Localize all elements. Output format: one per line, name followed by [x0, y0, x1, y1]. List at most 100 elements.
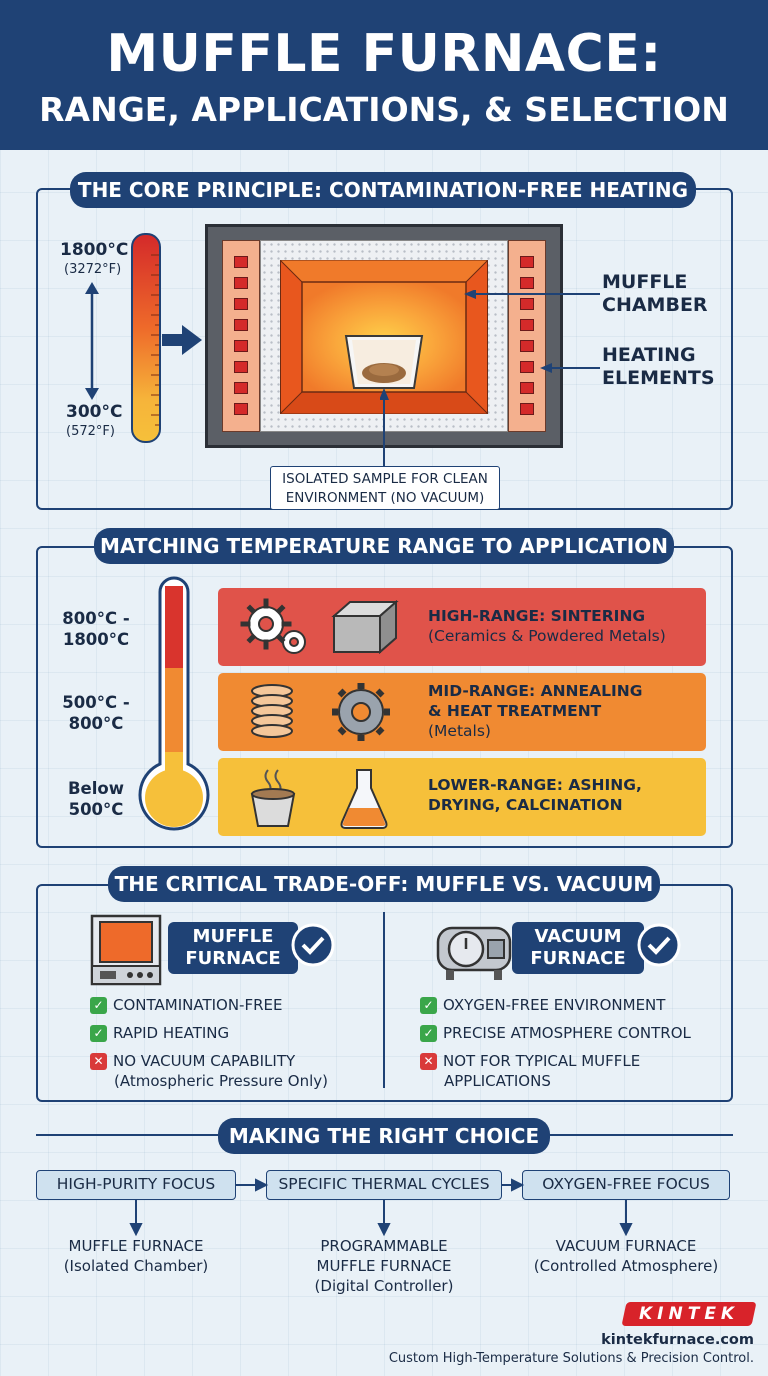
band-low: LOWER-RANGE: ASHING, DRYING, CALCINATION	[218, 758, 706, 836]
muffle-furnace-badge: MUFFLE FURNACE	[168, 922, 298, 974]
temp-high-label: 1800°C	[60, 240, 129, 260]
range-label-high: 800°C - 1800°C	[60, 608, 132, 650]
vacuum-furnace-badge: VACUUM FURNACE	[512, 922, 644, 974]
vacuum-badge-line2: FURNACE	[530, 948, 626, 969]
ranges-heading: MATCHING TEMPERATURE RANGE TO APPLICATIO…	[94, 528, 674, 564]
block-icon	[331, 600, 399, 654]
result-1-line2: (Isolated Chamber)	[63, 1257, 209, 1275]
muffle-feature-3: ✕ NO VACUUM CAPABILITY	[90, 1052, 295, 1070]
heating-element	[234, 340, 248, 352]
band-high-sub: (Ceramics & Powdered Metals)	[428, 627, 666, 645]
cross-icon: ✕	[420, 1053, 437, 1070]
page-subtitle: RANGE, APPLICATIONS, & SELECTION	[39, 90, 729, 129]
vacuum-badge-line1: VACUUM	[534, 926, 622, 947]
flask-icon	[340, 769, 388, 829]
muffle-feature-2: ✓RAPID HEATING	[90, 1024, 229, 1042]
band-low-title-2: DRYING, CALCINATION	[428, 796, 623, 814]
band-high-title: HIGH-RANGE: SINTERING	[428, 607, 646, 625]
band-mid-sub: (Metals)	[428, 722, 491, 740]
heating-element	[520, 340, 534, 352]
muffle-furnace-icon	[90, 914, 162, 986]
isolated-sample-label: ISOLATED SAMPLE FOR CLEAN ENVIRONMENT (N…	[270, 466, 500, 510]
choice-result-vacuum: VACUUM FURNACE (Controlled Atmosphere)	[522, 1236, 730, 1276]
heating-element	[520, 382, 534, 394]
result-2-line2: MUFFLE FURNACE	[316, 1257, 452, 1275]
vacuum-furnace-icon	[436, 926, 512, 980]
label-heating-elements: HEATING ELEMENTS	[602, 344, 715, 390]
range-mid-line2: 800°C	[68, 714, 124, 733]
heating-element	[234, 319, 248, 331]
footer-tagline: Custom High-Temperature Solutions & Prec…	[388, 1351, 754, 1366]
vacuum-feature-3-sub: APPLICATIONS	[444, 1072, 551, 1090]
muffle-feature-1: ✓ CONTAMINATION-FREE	[90, 996, 282, 1014]
choice-box-oxygen-free: OXYGEN-FREE FOCUS	[522, 1170, 730, 1200]
isolated-sample-line1: ISOLATED SAMPLE FOR CLEAN	[282, 471, 488, 487]
heating-elements-right	[508, 240, 546, 432]
heating-element	[520, 277, 534, 289]
footer-url[interactable]: kintekfurnace.com	[601, 1332, 754, 1348]
band-mid-title-2: & HEAT TREATMENT	[428, 702, 602, 720]
heating-element	[520, 298, 534, 310]
band-mid-title-1: MID-RANGE: ANNEALING	[428, 682, 643, 700]
gears-icon	[240, 598, 306, 654]
muffle-badge-line1: MUFFLE	[192, 926, 274, 947]
check-icon: ✓	[90, 997, 107, 1014]
brand-logo: KINTEK	[621, 1302, 757, 1326]
band-high: HIGH-RANGE: SINTERING (Ceramics & Powder…	[218, 588, 706, 666]
band-mid-text: MID-RANGE: ANNEALING & HEAT TREATMENT (M…	[428, 681, 642, 741]
vacuum-checkmark-icon	[637, 923, 681, 967]
label-muffle-chamber-line1: MUFFLE	[602, 271, 688, 293]
choice-box-high-purity: HIGH-PURITY FOCUS	[36, 1170, 236, 1200]
arrow-right-icon	[162, 325, 202, 355]
range-high-line1: 800°C -	[62, 609, 130, 628]
band-low-title-1: LOWER-RANGE: ASHING,	[428, 776, 642, 794]
vacuum-feature-1-text: OXYGEN-FREE ENVIRONMENT	[443, 996, 666, 1014]
spring-icon	[251, 684, 293, 738]
page-header: MUFFLE FURNACE: RANGE, APPLICATIONS, & S…	[0, 0, 768, 150]
heating-element	[234, 298, 248, 310]
cross-icon: ✕	[90, 1053, 107, 1070]
crucible-icon	[250, 769, 296, 827]
result-1-line1: MUFFLE FURNACE	[68, 1237, 204, 1255]
choice-heading: MAKING THE RIGHT CHOICE	[218, 1118, 550, 1154]
range-double-arrow-icon	[85, 282, 99, 400]
callout-arrows	[380, 290, 600, 468]
temp-low-label: 300°C	[66, 402, 123, 422]
label-heating-elements-line1: HEATING	[602, 344, 696, 366]
tradeoff-heading: THE CRITICAL TRADE-OFF: MUFFLE VS. VACUU…	[108, 866, 660, 902]
label-muffle-chamber: MUFFLE CHAMBER	[602, 271, 708, 317]
heating-element	[234, 403, 248, 415]
vacuum-feature-1: ✓ OXYGEN-FREE ENVIRONMENT	[420, 996, 665, 1014]
label-heating-elements-line2: ELEMENTS	[602, 367, 715, 389]
heating-element	[234, 277, 248, 289]
page-title: MUFFLE FURNACE:	[106, 24, 662, 84]
heating-element	[520, 403, 534, 415]
range-mid-line1: 500°C -	[62, 693, 130, 712]
isolated-sample-line2: ENVIRONMENT (NO VACUUM)	[285, 490, 485, 506]
muffle-feature-1-text: CONTAMINATION-FREE	[113, 996, 283, 1014]
range-high-line2: 1800°C	[62, 630, 130, 649]
vacuum-feature-2: ✓PRECISE ATMOSPHERE CONTROL	[420, 1024, 691, 1042]
muffle-badge-line2: FURNACE	[185, 948, 281, 969]
heating-element	[234, 361, 248, 373]
range-low-line2: 500°C	[68, 800, 124, 819]
label-muffle-chamber-line2: CHAMBER	[602, 294, 708, 316]
vacuum-feature-3: ✕ NOT FOR TYPICAL MUFFLE	[420, 1052, 640, 1070]
muffle-checkmark-icon	[291, 923, 335, 967]
muffle-feature-3-text: NO VACUUM CAPABILITY	[113, 1052, 296, 1070]
range-label-low: Below 500°C	[60, 778, 132, 820]
muffle-feature-2-text: RAPID HEATING	[113, 1024, 230, 1042]
range-thermometer-icon	[138, 576, 210, 831]
tradeoff-divider	[383, 912, 385, 1088]
gear-icon	[332, 683, 390, 741]
heating-elements-left	[222, 240, 260, 432]
choice-result-programmable: PROGRAMMABLE MUFFLE FURNACE (Digital Con…	[266, 1236, 502, 1296]
heating-element	[234, 382, 248, 394]
choice-box-thermal-cycles: SPECIFIC THERMAL CYCLES	[266, 1170, 502, 1200]
heating-element	[234, 256, 248, 268]
core-principle-heading: THE CORE PRINCIPLE: CONTAMINATION-FREE H…	[70, 172, 696, 208]
band-mid: MID-RANGE: ANNEALING & HEAT TREATMENT (M…	[218, 673, 706, 751]
range-low-line1: Below	[67, 779, 124, 798]
vacuum-feature-3-text: NOT FOR TYPICAL MUFFLE	[443, 1052, 641, 1070]
check-icon: ✓	[420, 997, 437, 1014]
